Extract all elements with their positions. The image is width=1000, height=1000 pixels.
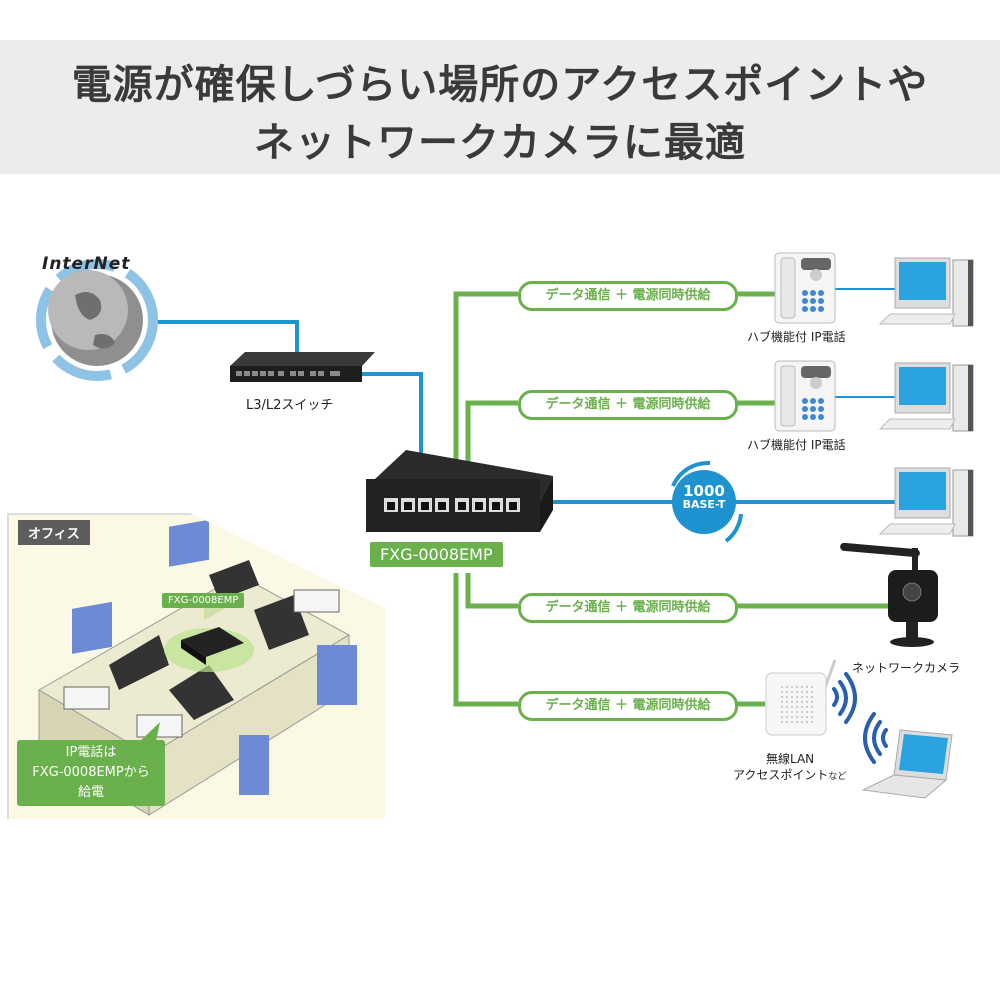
network-camera-icon [840,542,938,647]
gigabit-badge-line2: BASE-T [682,498,726,511]
poe-link-label-2: データ通信 ＋ 電源同時供給 [518,390,738,420]
poe-link-1 [453,291,518,470]
wifi-signal-icon [863,712,888,764]
poe-switch-icon [366,450,553,532]
core-switch-label: L3/L2スイッチ [246,398,334,413]
office-product-tag: FXG-0008EMP [162,593,245,608]
desktop-pc-icon [878,362,974,432]
title-line-2: ネットワークカメラに最適 [254,120,746,166]
title-line-1: 電源が確保しづらい場所のアクセスポイントや [71,62,929,108]
callout-pointer [135,722,160,746]
poe-link-label-1: データ通信 ＋ 電源同時供給 [518,281,738,311]
laptop-icon [861,729,953,799]
callout-line-3: 給電 [77,785,104,800]
ip-phone-1-label: ハブ機能付 IP電話 [747,330,846,344]
poe-link-2 [465,400,518,470]
link-core-to-poe [362,372,423,458]
wifi-signal-icon [832,672,857,724]
green-poe-links [453,291,890,707]
wireless-ap-label-line2: アクセスポイントなど [733,766,846,783]
globe-icon [36,259,158,381]
ip-phone-icon [774,360,836,432]
office-illustration [7,513,385,819]
rack-switch-icon [230,352,375,382]
wireless-ap-icon [765,659,837,736]
ip-phone-2-label: ハブ機能付 IP電話 [747,438,846,452]
ip-phone-icon [774,252,836,324]
poe-link-3 [465,573,518,609]
internet-label: InterNet [42,254,131,274]
wireless-ap-label-main: アクセスポイント [733,768,829,782]
title-banner: 電源が確保しづらい場所のアクセスポイントや ネットワークカメラに最適 [0,40,1000,174]
link-internet-to-core [155,320,299,352]
wireless-ap-label-suffix: など [828,772,847,782]
desktop-pc-icon [878,257,974,327]
office-tag: オフィス [18,520,90,545]
callout-line-2: FXG-0008EMPから [32,765,150,780]
poe-switch-label: FXG-0008EMP [370,542,503,567]
office-scene [38,519,357,816]
poe-link-label-4: データ通信 ＋ 電源同時供給 [518,691,738,721]
callout-line-1: IP電話は [65,745,117,760]
network-camera-label: ネットワークカメラ [852,661,961,675]
power-callout: IP電話は FXG-0008EMPから 給電 [17,740,165,806]
gigabit-badge-line1: 1000 [683,482,725,500]
desktop-pc-icon [878,467,974,537]
gigabit-badge-icon [671,460,743,543]
poe-link-4 [453,573,518,707]
wireless-ap-label-line1: 無線LAN [766,752,815,766]
gigabit-badge-label: 1000 BASE-T [672,484,736,512]
poe-link-label-3: データ通信 ＋ 電源同時供給 [518,593,738,623]
